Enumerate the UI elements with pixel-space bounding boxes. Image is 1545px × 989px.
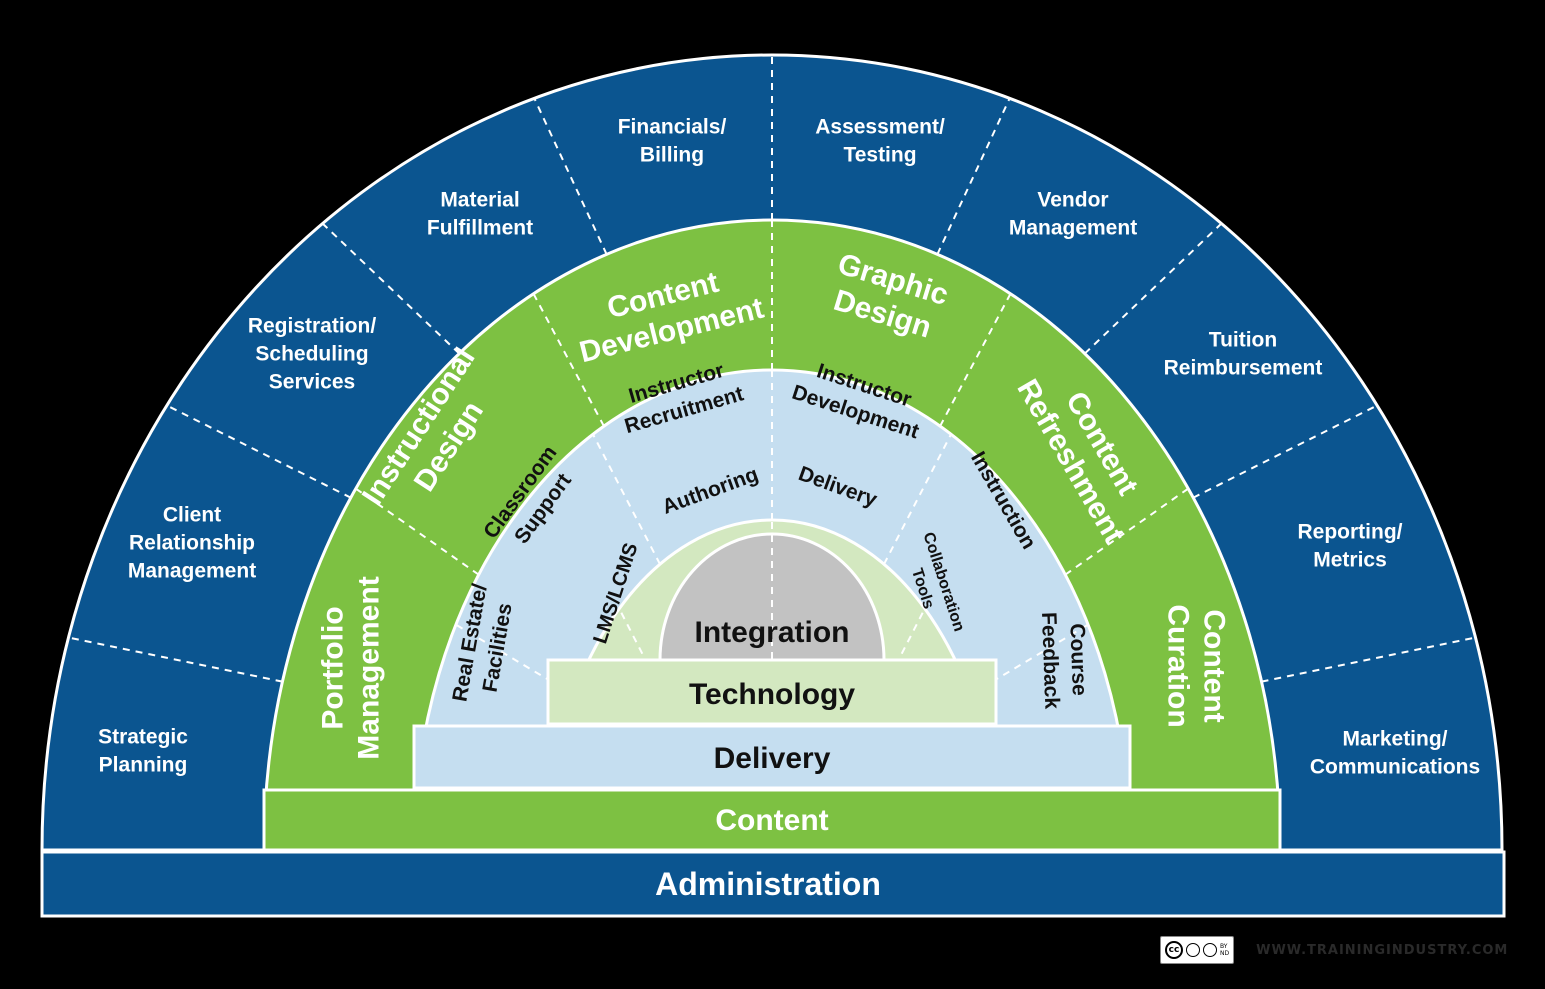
outer-divider (1261, 636, 1476, 683)
outer-divider (1084, 222, 1223, 355)
cc-icon: cc (1165, 941, 1183, 959)
content-band (262, 788, 1282, 852)
outer-divider (68, 636, 283, 683)
administration-band (40, 850, 1506, 918)
license-by: BY (1220, 943, 1228, 950)
outer-divider (936, 97, 1011, 255)
content-segment-label: ContentCuration (1162, 604, 1231, 727)
by-icon (1186, 943, 1200, 957)
footer: cc BY ND WWW.TRAININGINDUSTRY.COM (1160, 935, 1508, 965)
license-text: BY ND (1220, 943, 1229, 957)
administration-label: Administration (655, 866, 881, 902)
license-nd: ND (1220, 950, 1230, 957)
delivery-divider (969, 623, 1089, 696)
outer-ring-dividers (68, 55, 1476, 683)
outer-segment-label: Assessment/Testing (815, 115, 945, 166)
technology-label: Technology (689, 678, 855, 711)
content-label: Content (715, 804, 828, 837)
technology-band (546, 658, 998, 726)
delivery-segment-label: CourseFeedback (1037, 611, 1091, 710)
outer-divider (1192, 404, 1378, 499)
delivery-label: Delivery (714, 742, 831, 775)
delivery-divider (455, 623, 575, 696)
delivery-ring-dividers (455, 370, 1089, 696)
site-url[interactable]: WWW.TRAININGINDUSTRY.COM (1256, 942, 1509, 958)
outer-segment-label: Financials/Billing (618, 115, 727, 166)
integration-label: Integration (695, 616, 850, 649)
outer-divider (533, 97, 608, 255)
outer-divider (321, 222, 460, 355)
delivery-band (412, 724, 1132, 790)
delivery-divider (592, 433, 661, 565)
license-badge[interactable]: cc BY ND (1160, 936, 1235, 964)
outer-segment-label: Reporting/Metrics (1298, 520, 1403, 571)
nd-icon (1203, 943, 1217, 957)
outer-segment-label: Marketing/Communications (1310, 727, 1480, 778)
outer-divider (166, 404, 352, 499)
delivery-divider (883, 433, 952, 565)
integration-dome (658, 532, 886, 662)
